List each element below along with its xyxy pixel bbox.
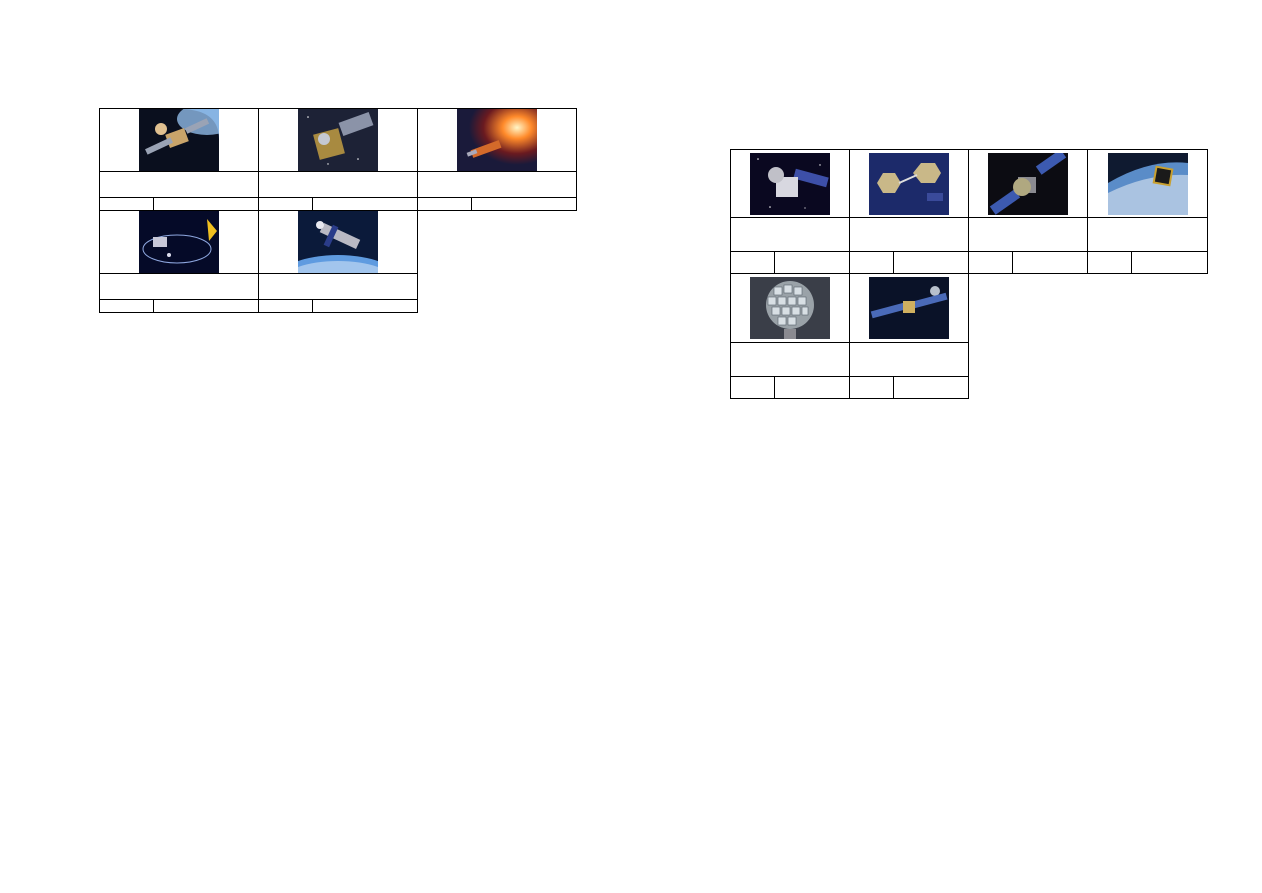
right-image-cell-2 [849,149,969,218]
left-image-cell-4 [99,210,259,274]
right-value-cell-2 [893,251,969,274]
satellite-image [869,277,949,339]
right-caption-cell-5 [730,342,850,377]
mirror-sphere-image [750,277,830,339]
left-key-cell-3 [417,197,472,211]
right-caption-cell-4 [1087,217,1208,252]
right-value-cell-5 [774,376,850,399]
left-caption-cell-2 [258,171,418,198]
right-image-cell-6 [849,273,969,343]
left-value-cell-4 [153,299,259,313]
right-caption-cell-6 [849,342,969,377]
left-caption-cell-4 [99,273,259,300]
right-caption-cell-2 [849,217,969,252]
right-value-cell-3 [1012,251,1088,274]
right-key-cell-4 [1087,251,1132,274]
satellite-image [139,109,219,171]
left-key-cell-2 [258,197,313,211]
left-key-cell-1 [99,197,154,211]
satellite-image [988,152,1068,215]
left-caption-cell-5 [258,273,418,300]
right-value-cell-4 [1131,251,1208,274]
left-image-cell-5 [258,210,418,274]
right-value-cell-6 [893,376,969,399]
left-image-cell-1 [99,108,259,172]
spacecraft-image [457,109,537,171]
left-caption-cell-1 [99,171,259,198]
left-key-cell-5 [258,299,313,313]
right-value-cell-1 [774,251,850,274]
right-caption-cell-1 [730,217,850,252]
left-value-cell-2 [312,197,418,211]
left-image-cell-2 [258,108,418,172]
right-image-cell-3 [968,149,1088,218]
satellite-image [750,152,830,215]
left-key-cell-4 [99,299,154,313]
satellite-image [1107,152,1188,215]
left-value-cell-1 [153,197,259,211]
left-image-cell-3 [417,108,577,172]
spacecraft-image [139,211,219,273]
right-key-cell-2 [849,251,894,274]
left-value-cell-3 [471,197,577,211]
satellite-image [298,109,378,171]
left-value-cell-5 [312,299,418,313]
right-image-cell-5 [730,273,850,343]
right-image-cell-4 [1087,149,1208,218]
right-caption-cell-3 [968,217,1088,252]
right-key-cell-6 [849,376,894,399]
telescope-image [298,211,378,273]
right-key-cell-3 [968,251,1013,274]
right-key-cell-1 [730,251,775,274]
right-image-cell-1 [730,149,850,218]
right-key-cell-5 [730,376,775,399]
satellite-image [869,152,949,215]
left-caption-cell-3 [417,171,577,198]
